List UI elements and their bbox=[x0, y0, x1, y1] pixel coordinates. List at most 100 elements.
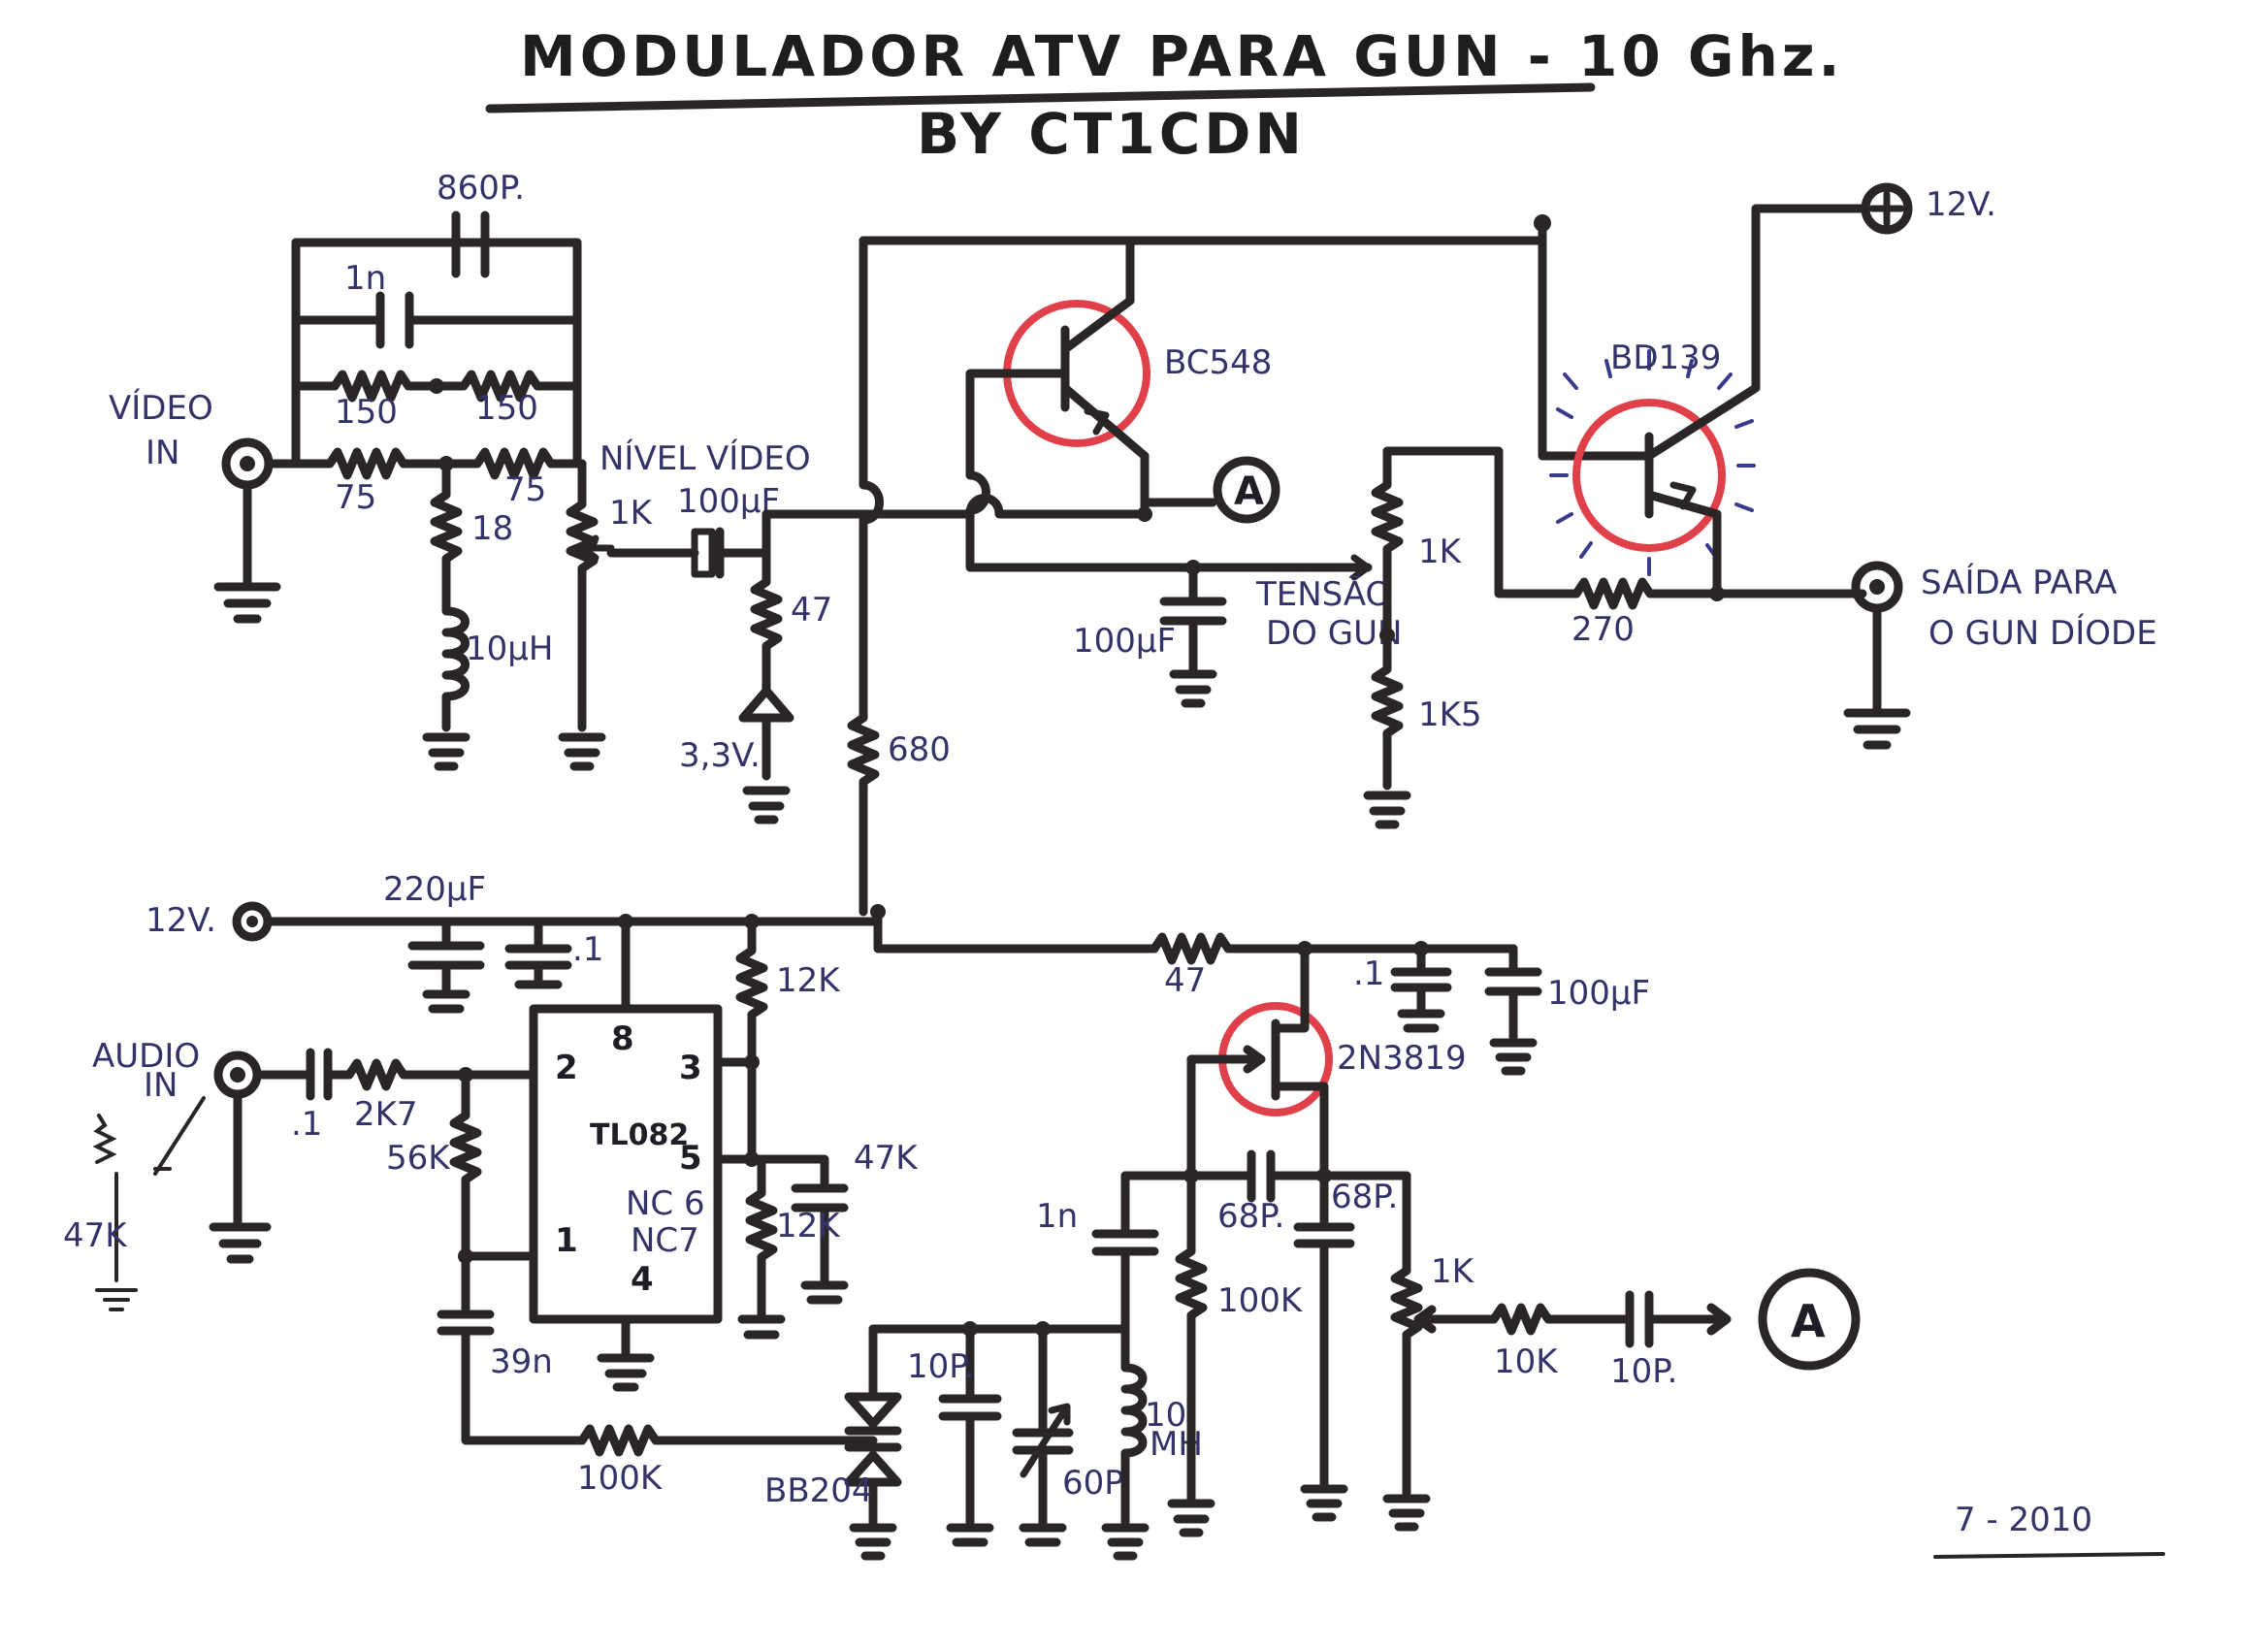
pot-47k-audio-label: 47K bbox=[63, 1216, 128, 1255]
node-dot bbox=[458, 1248, 473, 1264]
capacitor-0-1-b bbox=[1390, 944, 1452, 1033]
res-680-label: 680 bbox=[888, 730, 951, 769]
resistor-12k-b bbox=[745, 1154, 778, 1319]
wire bbox=[1644, 490, 1722, 598]
res-10k-label: 10K bbox=[1494, 1342, 1559, 1381]
cap-100uf-b-label: 100µF bbox=[1073, 622, 1176, 661]
cap-1n-b-label: 1n bbox=[1036, 1197, 1078, 1236]
wire-top-rail bbox=[859, 236, 1654, 461]
zener-diode bbox=[738, 674, 794, 781]
nc6-label: NC 6 bbox=[626, 1184, 705, 1223]
cap-68p-b-label: 68P. bbox=[1331, 1178, 1398, 1216]
ground-symbol bbox=[849, 1523, 897, 1561]
pin-3-label: 3 bbox=[679, 1049, 702, 1087]
cap-10p-a-label: 10P. bbox=[907, 1347, 974, 1386]
ground-symbol bbox=[742, 786, 791, 824]
res-47b-label: 47 bbox=[1164, 961, 1206, 1000]
video-in-label-2: IN bbox=[146, 434, 179, 472]
res-18-label: 18 bbox=[471, 509, 513, 548]
output-jack-center bbox=[1869, 579, 1885, 595]
ind-10mh-label-1: 10 bbox=[1145, 1396, 1186, 1435]
subtitle: BY CT1CDN bbox=[917, 101, 1306, 167]
bd139-blue-rays bbox=[1549, 349, 1756, 576]
2n3819-label: 2N3819 bbox=[1337, 1039, 1467, 1078]
audio-level-pot-sketch bbox=[92, 1114, 172, 1311]
ground-symbol bbox=[737, 1314, 786, 1340]
cap-220uf-label: 220µF bbox=[383, 870, 486, 909]
node-a-bottom bbox=[1758, 1268, 1861, 1371]
wire bbox=[715, 527, 771, 579]
capacitor-100uf-b bbox=[1159, 563, 1227, 674]
pot-wiper bbox=[578, 534, 615, 562]
tensao-label-1: TENSÃO bbox=[1255, 575, 1391, 614]
capacitor-100uf-a bbox=[691, 528, 716, 578]
resistor-270 bbox=[1571, 577, 1867, 610]
cap-860p-label: 860P. bbox=[437, 169, 525, 208]
wire bbox=[1060, 383, 1150, 519]
res-150b-label: 150 bbox=[475, 389, 538, 428]
res-150a-label: 150 bbox=[335, 393, 398, 432]
title: MODULADOR ATV PARA GUN - 10 Ghz. bbox=[520, 23, 1844, 89]
trimmer-60p bbox=[1012, 1324, 1074, 1547]
wire bbox=[713, 1057, 757, 1164]
cap-1n-top-label: 1n bbox=[344, 259, 386, 298]
audio-input-network bbox=[252, 1048, 538, 1101]
cap-10p-b-label: 10P. bbox=[1610, 1352, 1677, 1391]
ground-symbol bbox=[558, 732, 606, 771]
res-75b-label: 75 bbox=[504, 470, 546, 509]
pin-1-label: 1 bbox=[555, 1221, 578, 1260]
node-a-top bbox=[1213, 456, 1280, 524]
nc7-label: NC7 bbox=[631, 1221, 699, 1260]
tank-1n-and-10mh bbox=[1091, 1171, 1159, 1561]
ic-tl082-label: TL082 bbox=[590, 1118, 689, 1152]
cap-100uf-c-label: 100µF bbox=[1547, 974, 1650, 1013]
tensao-label-2: DO GUN bbox=[1266, 614, 1402, 653]
zener-label: 3,3V. bbox=[679, 736, 761, 775]
audio-injection-network bbox=[1413, 1290, 1732, 1348]
ground-symbol bbox=[597, 1314, 655, 1392]
date-label: 7 - 2010 bbox=[1955, 1501, 2092, 1539]
video-input-jack bbox=[213, 437, 281, 624]
capacitor-47k-feedback bbox=[747, 1154, 849, 1305]
res-100k-b-label: 100K bbox=[1217, 1281, 1304, 1320]
nivel-video-label: NÍVEL VÍDEO bbox=[599, 438, 811, 478]
transistor-2n3819 bbox=[1271, 944, 1329, 1180]
wire bbox=[153, 1096, 206, 1176]
capacitor-0-1-a bbox=[504, 917, 572, 989]
pin-8-label: 8 bbox=[611, 1019, 634, 1058]
potentiometer-audio-1k bbox=[1382, 1171, 1431, 1532]
varicap-bb204 bbox=[844, 1324, 902, 1528]
node-dot bbox=[1379, 628, 1395, 643]
pot-1k-gun-label: 1K bbox=[1418, 533, 1463, 571]
v12-left-label: 12V. bbox=[146, 901, 216, 940]
output-label-2: O GUN DÍODE bbox=[1928, 613, 2157, 653]
node-dot bbox=[1709, 586, 1725, 601]
audio-in-label-2: IN bbox=[144, 1066, 178, 1105]
ind-10uh-label: 10µH bbox=[466, 630, 553, 668]
res-56k-label: 56K bbox=[386, 1139, 451, 1178]
jack-center bbox=[230, 1067, 245, 1083]
node-dot bbox=[429, 378, 444, 394]
capacitor-68p-b bbox=[1293, 1171, 1355, 1522]
v12-terminal-top bbox=[1861, 182, 1913, 235]
capacitor-100uf-c bbox=[1484, 944, 1542, 1076]
ground-symbol bbox=[1363, 791, 1411, 829]
pot-47k-label: 47K bbox=[854, 1139, 919, 1178]
node-dot bbox=[744, 1054, 760, 1070]
wire bbox=[1644, 204, 1867, 461]
resistor-56k-and-cap-39n bbox=[437, 1070, 587, 1445]
date-underline bbox=[1933, 1552, 2165, 1559]
pot-wiper bbox=[1345, 554, 1372, 581]
capacitor-10p-a bbox=[938, 1324, 1002, 1547]
pin-2-label: 2 bbox=[555, 1049, 578, 1087]
res-12k-a-label: 12K bbox=[776, 961, 841, 1000]
cap-01c-label: .1 bbox=[291, 1105, 322, 1144]
res-75a-label: 75 bbox=[335, 478, 376, 517]
resistor-150-pair bbox=[291, 370, 582, 403]
res-1k5-label: 1K5 bbox=[1418, 695, 1482, 734]
resistor-47b bbox=[1150, 932, 1518, 965]
ground-symbol bbox=[1843, 603, 1911, 750]
res-2k7-label: 2K7 bbox=[354, 1095, 418, 1134]
resistor-12k-a bbox=[735, 917, 768, 1067]
